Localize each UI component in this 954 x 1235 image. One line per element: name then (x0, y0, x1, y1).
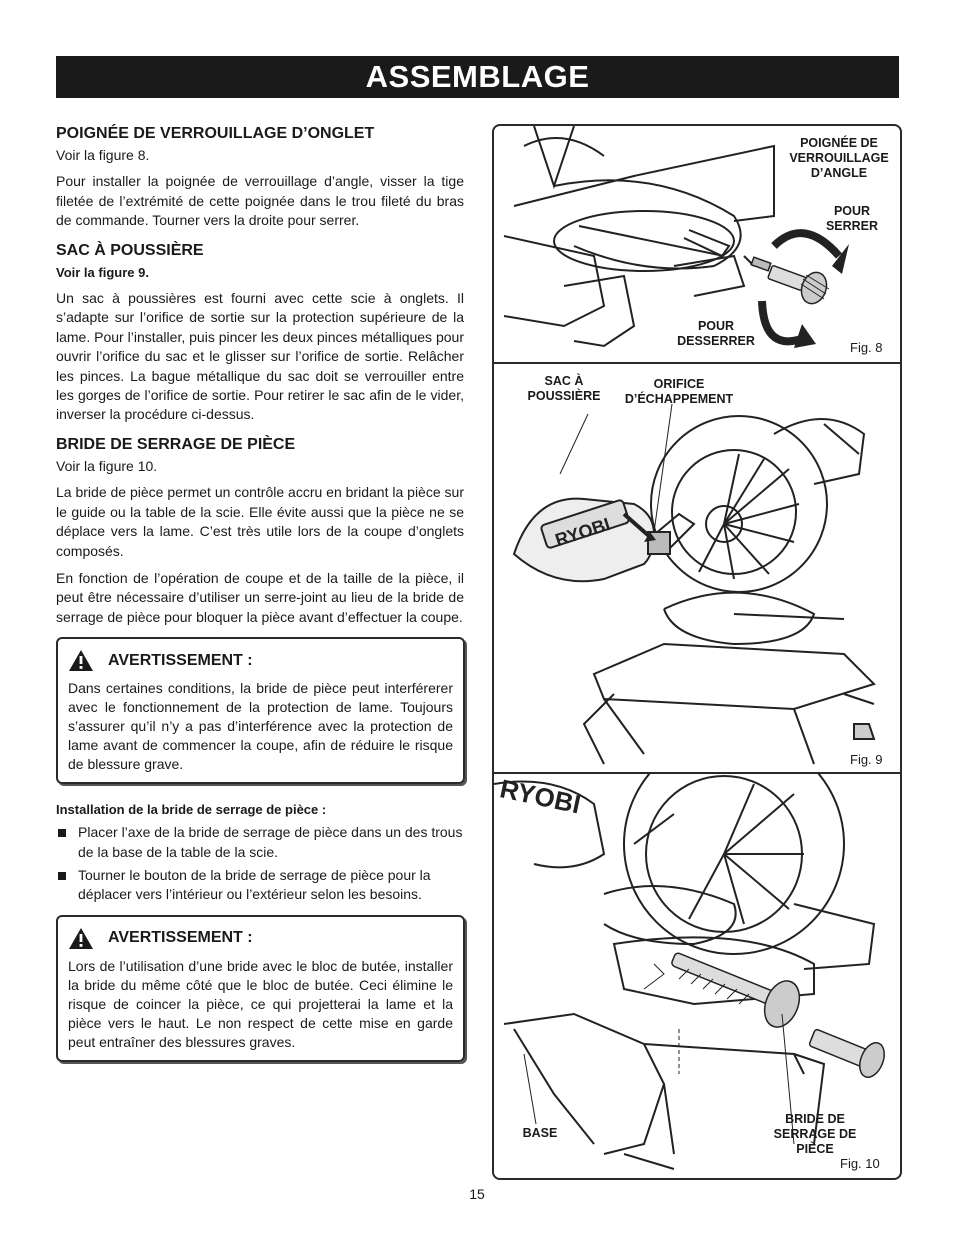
section-body: La bride de pièce permet un contrôle acc… (56, 484, 464, 559)
figure-divider (494, 362, 900, 364)
callout-dust-bag: SAC À POUSSIÈRE (524, 374, 604, 404)
section-dustbag: SAC À POUSSIÈRE Voir la figure 9. Un sac… (56, 241, 464, 425)
warning-box: AVERTISSEMENT : Dans certaines condition… (56, 637, 465, 785)
list-item: Tourner le bouton de la bride de serrage… (56, 866, 464, 905)
callout-line: POUSSIÈRE (527, 389, 601, 403)
warning-header: AVERTISSEMENT : (68, 927, 453, 950)
callout-line: D’ÉCHAPPEMENT (624, 392, 734, 406)
section-heading: BRIDE DE SERRAGE DE PIÈCE (56, 435, 296, 453)
page-title: ASSEMBLAGE (56, 56, 899, 98)
warning-box: AVERTISSEMENT : Lors de l’utilisation d’… (56, 914, 465, 1062)
callout-line: POUR (697, 319, 735, 333)
install-steps: Placer l’axe de la bride de serrage de p… (56, 823, 464, 905)
callout-line: D’ANGLE (810, 166, 868, 180)
figure-divider (494, 772, 900, 774)
bullet-square-icon (58, 829, 66, 838)
section-handle: POIGNÉE DE VERROUILLAGE D’ONGLET Voir la… (56, 124, 464, 231)
figure-10: RYOBI BASE BRIDE DE SERRAGE DE PIÈCE Fig… (494, 774, 900, 1178)
section-body: Un sac à poussières est fourni avec cett… (56, 290, 464, 423)
page-number: 15 (469, 1186, 485, 1202)
figure-label: Fig. 8 (850, 340, 883, 355)
bullet-square-icon (58, 871, 66, 880)
callout-exhaust-port: ORIFICE D’ÉCHAPPEMENT (616, 377, 742, 407)
step-text: Tourner le bouton de la bride de serrage… (78, 866, 431, 903)
section-body: Pour installer la poignée de verrouillag… (56, 173, 464, 229)
callout-line: POUR (833, 204, 871, 218)
section-heading: POIGNÉE DE VERROUILLAGE D’ONGLET (56, 125, 375, 142)
callout-loosen: POUR DESSERRER (670, 319, 762, 349)
section-clamp: BRIDE DE SERRAGE DE PIÈCE Voir la figure… (56, 435, 464, 627)
list-item: Placer l’axe de la bride de serrage de p… (56, 823, 464, 862)
text-column: POIGNÉE DE VERROUILLAGE D’ONGLET Voir la… (56, 124, 465, 1076)
step-text: Placer l’axe de la bride de serrage de p… (78, 824, 463, 860)
callout-line: BRIDE DE (785, 1112, 845, 1126)
callout-line: ORIFICE (653, 377, 705, 391)
dust-bag-illustration: RYOBI (512, 403, 876, 765)
figure-9: RYOBI SAC À POUSSIÈRE ORIFICE D’ÉCHAPPEM… (494, 364, 900, 772)
callout-line: VERROUILLAGE (789, 151, 889, 165)
warning-header: AVERTISSEMENT : (68, 649, 453, 672)
figure-label: Fig. 9 (850, 752, 883, 767)
figures-panel: POIGNÉE DE VERROUILLAGE D’ANGLE POUR SER… (492, 124, 902, 1180)
callout-workpiece-clamp: BRIDE DE SERRAGE DE PIÈCE (764, 1112, 866, 1157)
figure-reference: Voir la figure 8. (56, 147, 150, 163)
figure-label: Fig. 10 (840, 1156, 880, 1171)
section-heading: SAC À POUSSIÈRE (56, 241, 204, 259)
callout-line: POIGNÉE DE (800, 136, 878, 150)
miter-lock-handle-illustration (503, 126, 849, 348)
figure-reference: Voir la figure 9. (56, 264, 149, 280)
callout-line: PIÈCE (796, 1142, 834, 1156)
section-body: En fonction de l’opération de coupe et d… (56, 569, 464, 625)
warning-title: AVERTISSEMENT : (108, 929, 253, 947)
callout-tighten: POUR SERRER (814, 204, 890, 234)
warning-body: Lors de l’utilisation d’une bride avec l… (68, 957, 453, 1050)
workpiece-clamp-illustration: RYOBI (494, 774, 885, 1170)
callout-line: BASE (522, 1126, 558, 1140)
callout-base: BASE (514, 1126, 566, 1141)
callout-lock-handle: POIGNÉE DE VERROUILLAGE D’ANGLE (784, 136, 894, 181)
figure-reference: Voir la figure 10. (56, 457, 158, 474)
callout-line: SERRER (825, 219, 879, 233)
install-heading: Installation de la bride de serrage de p… (56, 802, 327, 818)
callout-line: SAC À (544, 374, 584, 388)
warning-triangle-icon (69, 650, 93, 672)
warning-title: AVERTISSEMENT : (108, 651, 253, 669)
callout-line: SERRAGE DE (773, 1127, 857, 1141)
callout-line: DESSERRER (677, 334, 755, 348)
brand-logo: RYOBI (497, 774, 583, 820)
warning-triangle-icon (69, 927, 93, 949)
warning-body: Dans certaines conditions, la bride de p… (68, 680, 453, 773)
figure-8: POIGNÉE DE VERROUILLAGE D’ANGLE POUR SER… (494, 126, 900, 362)
